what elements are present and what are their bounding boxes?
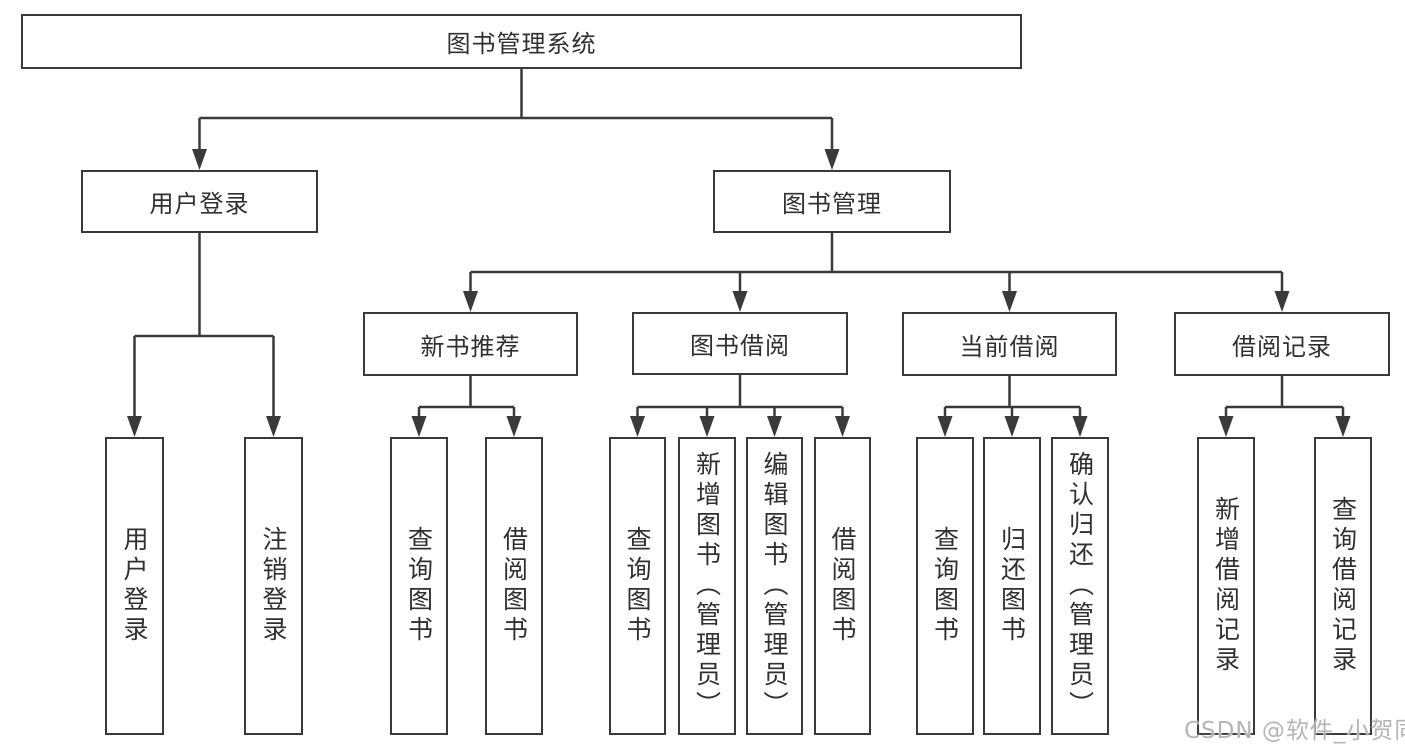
leaf-user-login: 用户登录 bbox=[105, 437, 164, 735]
leaf-rec-query-books: 查询图书 bbox=[390, 437, 448, 735]
leaf-cb-return-books: 归还图书 bbox=[983, 437, 1041, 735]
leaf-bb-add-books-admin: 新增图书（管理员） bbox=[678, 437, 736, 735]
connector-lines-path bbox=[133, 69, 1345, 418]
leaf-br-query-borrow-record: 查询借阅记录 bbox=[1314, 437, 1372, 735]
arrowhead-icons bbox=[127, 149, 1351, 437]
leaf-br-add-borrow-record: 新增借阅记录 bbox=[1197, 437, 1255, 735]
node-borrowing-records: 借阅记录 bbox=[1174, 312, 1390, 376]
leaf-cb-confirm-return-admin: 确认归还（管理员） bbox=[1051, 437, 1109, 735]
leaf-rec-borrow-books: 借阅图书 bbox=[485, 437, 543, 735]
node-book-management: 图书管理 bbox=[713, 170, 951, 233]
node-book-borrowing: 图书借阅 bbox=[632, 312, 848, 375]
node-new-book-recommendation: 新书推荐 bbox=[363, 312, 578, 376]
node-current-borrowing: 当前借阅 bbox=[902, 312, 1117, 376]
leaf-bb-borrow-books: 借阅图书 bbox=[814, 437, 871, 735]
leaf-cb-query-books: 查询图书 bbox=[916, 437, 974, 735]
watermark: CSDN @软件_小贺同学 bbox=[1184, 718, 1405, 744]
node-user-login: 用户登录 bbox=[81, 170, 318, 233]
leaf-logout-login: 注销登录 bbox=[244, 437, 303, 735]
node-library-management-system: 图书管理系统 bbox=[21, 14, 1022, 69]
leaf-bb-edit-books-admin: 编辑图书（管理员） bbox=[746, 437, 803, 735]
leaf-bb-query-books: 查询图书 bbox=[609, 437, 666, 735]
